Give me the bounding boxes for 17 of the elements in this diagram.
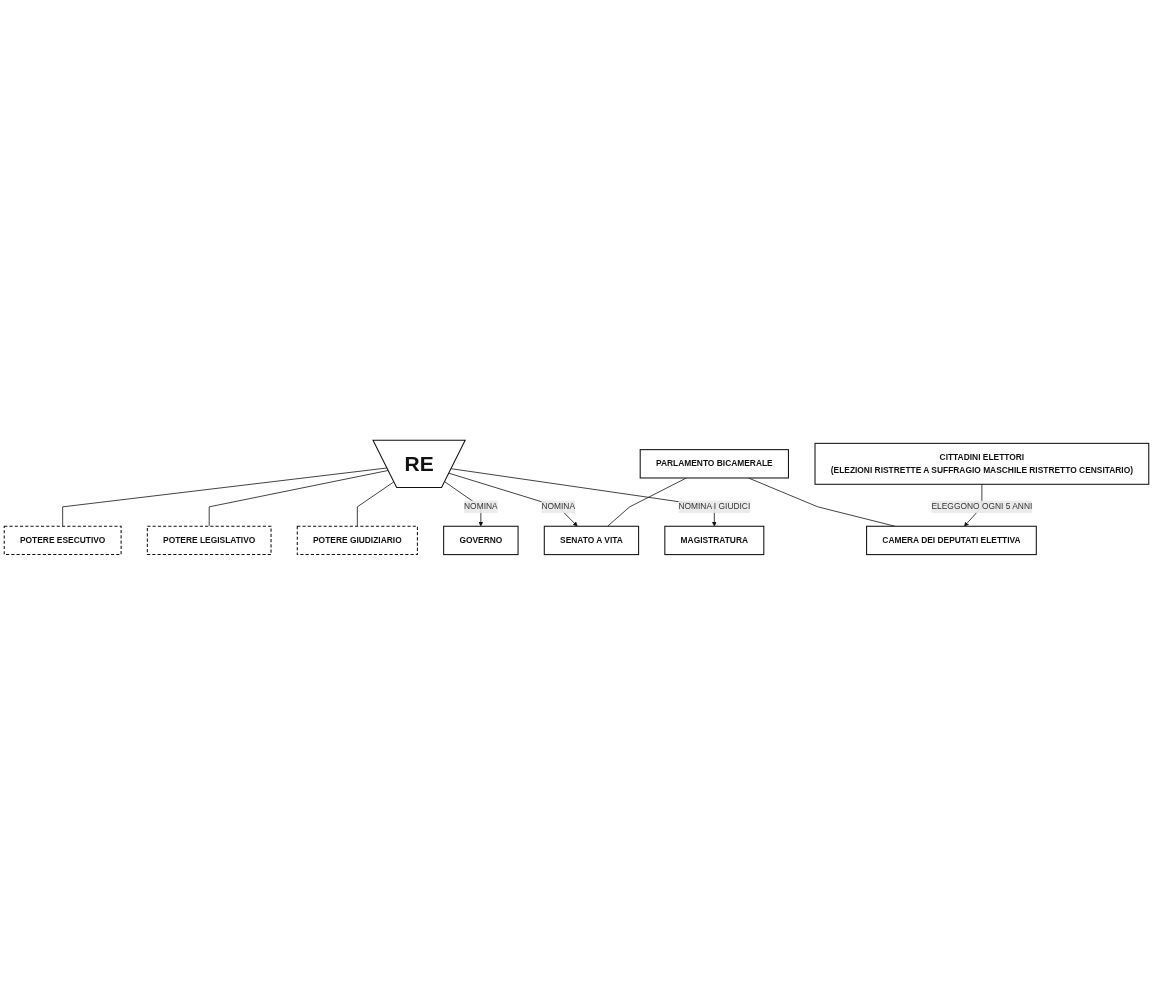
node-box: PARLAMENTO BICAMERALE [639, 448, 789, 479]
connector [208, 469, 389, 527]
edge-label: ELEGGONO OGNI 5 ANNI [931, 501, 1033, 511]
connector [62, 467, 388, 527]
node-box: SENATO A VITA [543, 525, 640, 555]
node-box: POTERE LEGISLATIVO [146, 525, 272, 555]
node-box: GOVERNO [443, 525, 519, 555]
edge-label: NOMINA I GIUDICI [678, 501, 751, 511]
node-box: MAGISTRATURA [664, 525, 765, 555]
node-box: CAMERA DEI DEPUTATI ELETTIVA [866, 525, 1037, 555]
node-box: POTERE ESECUTIVO [3, 525, 122, 555]
node-box: CITTADINI ELETTORI (ELEZIONI RISTRETTE A SUFFRAGIO MASCHILE RISTRETTO CENSITARIO) [814, 442, 1150, 485]
node-box: POTERE GIUDIZIARIO [296, 525, 418, 555]
edge-label: NOMINA [464, 501, 498, 511]
connector [607, 477, 687, 527]
connector [356, 480, 395, 527]
edge-label: NOMINA [541, 501, 575, 511]
